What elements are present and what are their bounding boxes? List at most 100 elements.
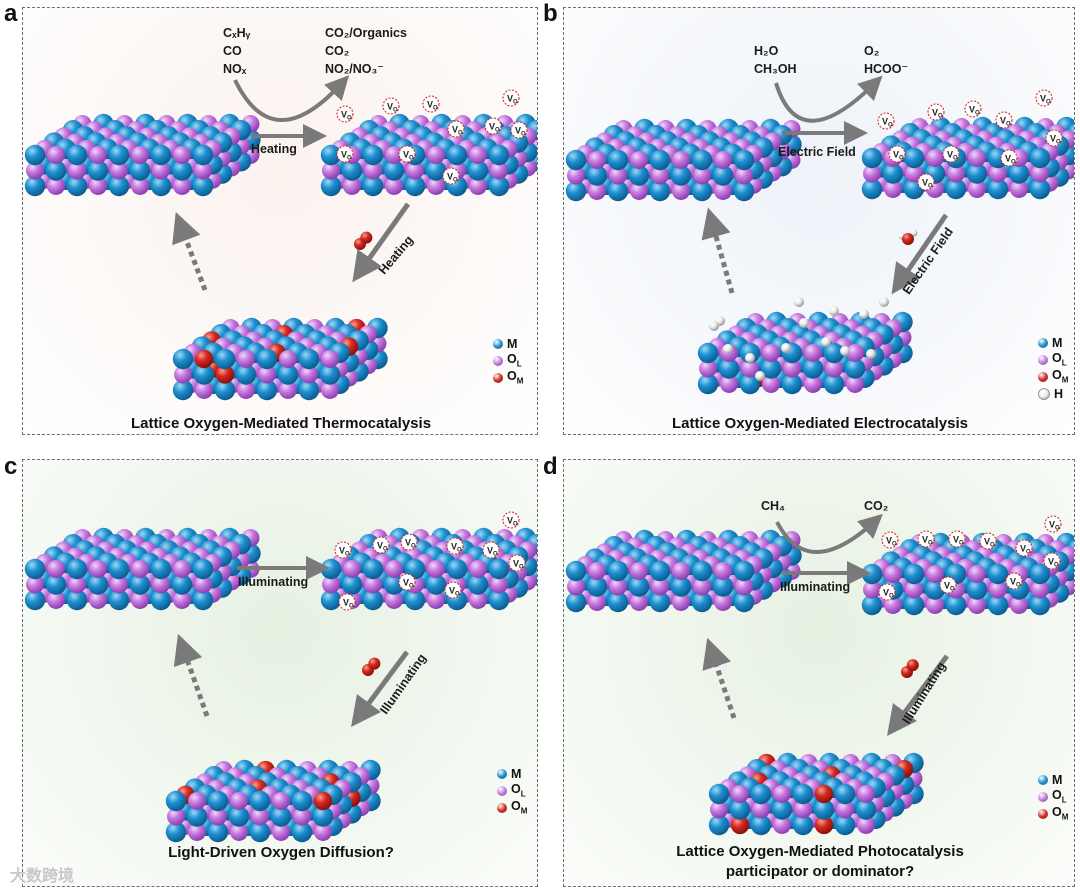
svg-text:VO: VO [341, 110, 352, 122]
lattice-oxygen-atom [194, 575, 212, 594]
svg-text:VO: VO [513, 559, 524, 571]
metal-atom [320, 589, 342, 611]
legend-swatch [1038, 337, 1048, 348]
lattice-oxygen-atom [857, 785, 875, 803]
legend-label: OM [1052, 805, 1069, 822]
metal-atom [760, 358, 782, 379]
legend-swatch [1038, 371, 1048, 382]
oxygen-vacancy: VO [400, 533, 418, 551]
metal-atom [903, 594, 925, 616]
lattice-oxygen-atom [321, 350, 339, 368]
panel-title: Light-Driven Oxygen Diffusion? [168, 844, 394, 861]
lattice-oxygen-atom [714, 151, 732, 169]
lattice-oxygen-atom [131, 560, 149, 578]
metal-atom [607, 180, 629, 202]
lattice-oxygen-atom [131, 146, 149, 164]
svg-text:VO: VO [341, 150, 352, 162]
lattice-oxygen-atom [773, 785, 791, 803]
lattice-oxygen-atom [152, 161, 170, 180]
svg-text:VO: VO [489, 122, 500, 134]
lattice-oxygen-atom [469, 146, 487, 164]
metal-atom [45, 574, 67, 595]
oxygen-vacancy: VO [948, 530, 966, 548]
svg-text:VO: VO [343, 598, 354, 610]
product: CO₂ [864, 499, 889, 513]
metal-atom [987, 594, 1009, 616]
panel-title: Lattice Oxygen-Mediated Photocatalysis [676, 843, 964, 860]
product: CO₂/Organics [325, 26, 407, 40]
lattice-oxygen-atom [343, 177, 361, 195]
lattice-oxygen-atom [752, 800, 770, 819]
metal-atom [691, 560, 713, 582]
metal-atom [488, 558, 510, 580]
lattice-oxygen-atom [1010, 180, 1028, 198]
metal-atom [291, 790, 313, 812]
metal-atom [823, 373, 845, 395]
metal-atom [586, 165, 608, 186]
lattice-oxygen-atom [68, 575, 86, 594]
lattice-slab [24, 527, 261, 611]
metal-atom [341, 574, 363, 595]
metal-atom [150, 175, 172, 197]
hydrogen-atom [829, 306, 839, 316]
o2-molecule [354, 231, 373, 250]
lattice-oxygen-atom [926, 565, 944, 583]
watermark: 大数跨境 [10, 868, 75, 885]
metal-atom [362, 144, 384, 166]
oxygen-vacancy: VO [1035, 89, 1053, 107]
svg-text:VO: VO [451, 542, 462, 554]
legend-label: H [1054, 386, 1064, 401]
oxygen-vacancy: VO [334, 541, 352, 559]
products-list: CO₂ [864, 497, 888, 515]
metal-atom [1029, 594, 1051, 616]
metal-atom [649, 591, 671, 613]
lattice-oxygen-atom [195, 381, 213, 399]
lattice-oxygen-atom [188, 792, 206, 810]
legend-item: OM [493, 369, 523, 386]
svg-text:VO: VO [427, 100, 438, 112]
lattice-oxygen-atom [89, 177, 107, 195]
lattice-slab [172, 317, 388, 401]
metal-atom [750, 814, 772, 836]
lattice-oxygen-atom [131, 591, 149, 609]
metal-atom [691, 591, 713, 613]
lattice-oxygen-atom [588, 593, 606, 611]
hydrogen-atom [709, 321, 719, 331]
lattice-oxygen-atom [272, 823, 290, 841]
metal-atom [45, 160, 67, 181]
lattice-oxygen-atom [173, 591, 191, 609]
lattice-oxygen-atom [110, 575, 128, 594]
oxygen-vacancy: VO [447, 120, 465, 138]
lattice-oxygen-atom [630, 593, 648, 611]
mobile-oxygen-atom [313, 791, 333, 811]
lattice-oxygen-atom [567, 577, 585, 596]
svg-text:VO: VO [1020, 544, 1031, 556]
lattice-oxygen-atom [968, 565, 986, 583]
legend-label: OL [507, 352, 522, 369]
metal-atom [802, 358, 824, 379]
lattice-oxygen-atom [609, 166, 627, 185]
top-arrow-label: Electric Field [778, 145, 856, 159]
legend-item: OM [497, 799, 527, 816]
oxygen-vacancy: VO [502, 89, 520, 107]
lattice-oxygen-atom [230, 792, 248, 810]
lattice-oxygen-atom [173, 146, 191, 164]
reactants-list: CₓHᵧ CO NOₓ [223, 24, 250, 78]
lattice-oxygen-atom [194, 161, 212, 180]
o2-molecule [362, 657, 381, 676]
lattice-oxygen-atom [209, 807, 227, 826]
metal-atom [987, 563, 1009, 585]
panel-label-a: a [4, 0, 18, 27]
lattice-oxygen-atom [279, 350, 297, 368]
lattice-oxygen-atom [237, 381, 255, 399]
lattice-oxygen-atom [314, 823, 332, 841]
lattice-oxygen-atom [846, 375, 864, 393]
svg-text:VO: VO [883, 588, 894, 600]
mobile-oxygen-atom [814, 815, 834, 835]
svg-text:VO: VO [1005, 154, 1016, 166]
legend-label: OL [1052, 788, 1067, 805]
metal-atom [467, 574, 489, 595]
oxygen-vacancy: VO [444, 581, 462, 599]
top-arrow-label: Illuminating [780, 580, 851, 594]
reaction-arrow [352, 202, 411, 283]
